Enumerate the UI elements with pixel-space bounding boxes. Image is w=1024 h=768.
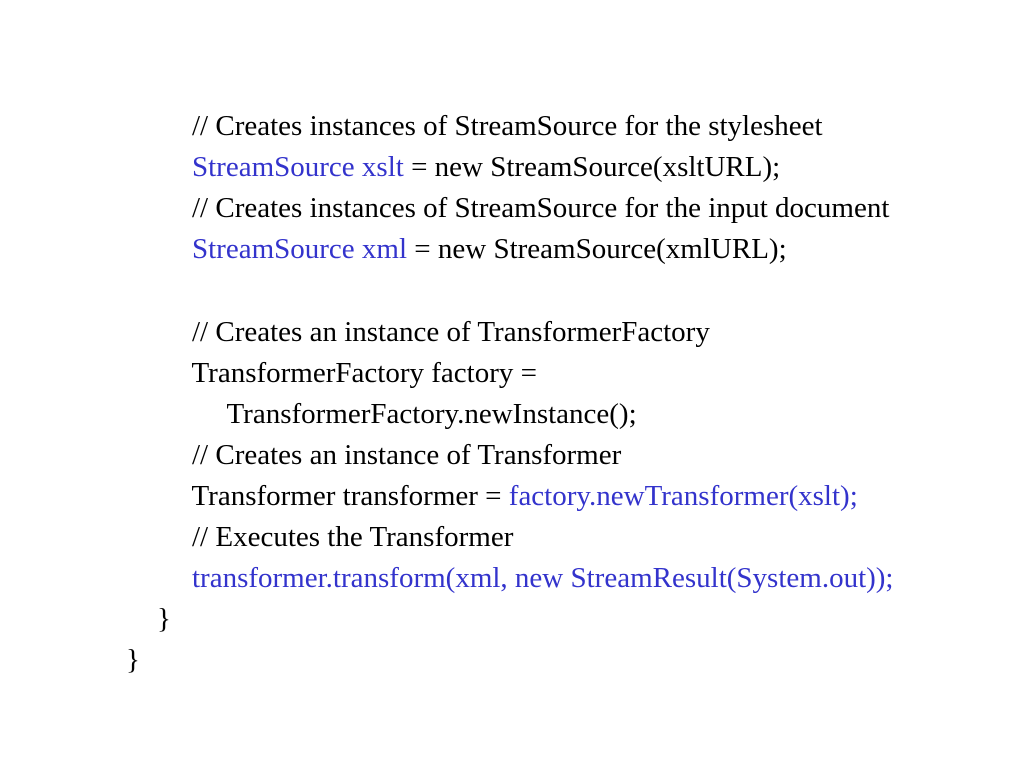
- code-line: // Executes the Transformer: [163, 486, 513, 588]
- code-line: transformer.transform(xml, new StreamRes…: [163, 527, 894, 629]
- code-comment: // Creates an instance of Transformer: [192, 439, 622, 471]
- code-line: // Creates instances of StreamSource for…: [163, 75, 823, 177]
- code-line: TransformerFactory factory =: [163, 322, 537, 424]
- code-statement: = new StreamSource(xmlURL);: [407, 233, 787, 265]
- code-line: // Creates instances of StreamSource for…: [163, 157, 889, 259]
- code-comment: // Creates instances of StreamSource for…: [192, 110, 823, 142]
- code-comment: // Executes the Transformer: [192, 521, 514, 553]
- code-line: StreamSource xslt = new StreamSource(xsl…: [163, 116, 780, 218]
- code-line: TransformerFactory.newInstance();: [198, 363, 637, 465]
- code-brace: }: [157, 603, 171, 635]
- code-declaration: StreamSource xslt: [192, 151, 404, 183]
- code-comment: // Creates instances of StreamSource for…: [192, 192, 890, 224]
- code-line: // Creates an instance of Transformer: [163, 404, 621, 506]
- code-statement: TransformerFactory.newInstance();: [226, 398, 637, 430]
- code-statement: = new StreamSource(xsltURL);: [403, 151, 781, 183]
- code-brace: }: [126, 644, 140, 676]
- closing-brace: }: [128, 568, 171, 670]
- code-statement: TransformerFactory factory =: [191, 357, 537, 389]
- code-method-call: factory.newTransformer(xslt);: [508, 480, 858, 512]
- code-line: Transformer transformer = factory.newTra…: [163, 445, 858, 547]
- code-comment: // Creates an instance of TransformerFac…: [192, 316, 710, 348]
- code-declaration: StreamSource xml: [192, 233, 408, 265]
- code-line: // Creates an instance of TransformerFac…: [163, 281, 710, 383]
- code-method-call: transformer.transform(xml, new StreamRes…: [192, 562, 894, 594]
- code-statement: Transformer transformer =: [191, 480, 509, 512]
- closing-brace: }: [97, 609, 140, 711]
- code-line: StreamSource xml = new StreamSource(xmlU…: [163, 198, 787, 300]
